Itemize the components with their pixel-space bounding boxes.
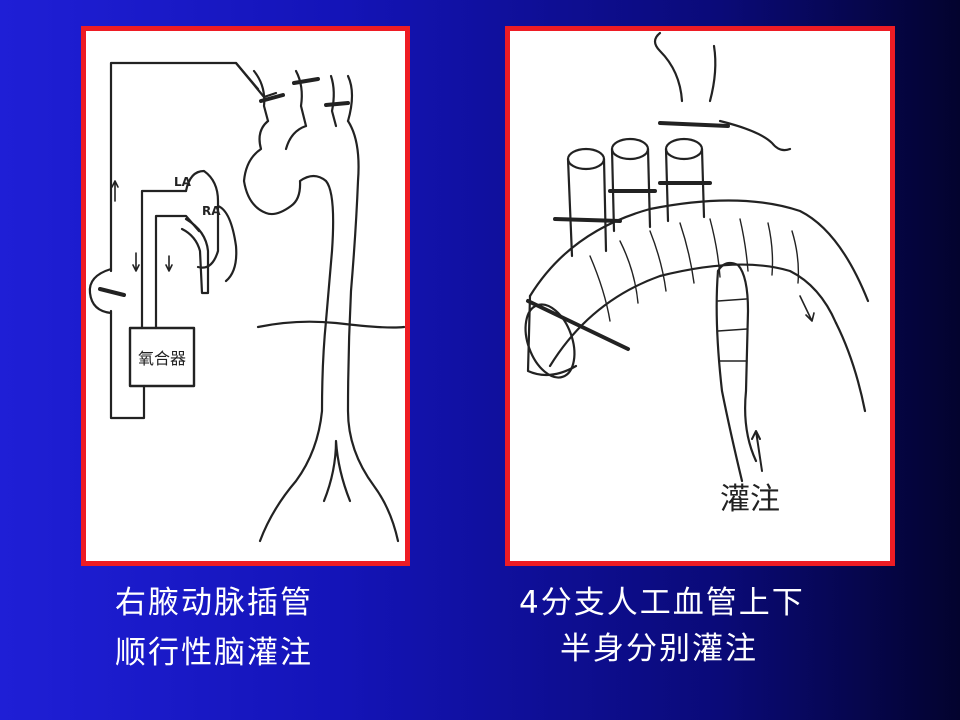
aortic-arch-inner [346,119,400,543]
graft-arch-bottom [548,263,838,368]
aortic-arch-outer [242,119,335,543]
right-diagram-drawing: 灌注 [524,31,870,517]
graft-ring-5 [709,218,721,278]
branch-3-top [664,137,704,161]
label-oxygenator: 氧合器 [138,349,186,368]
graft-ring-7 [767,222,774,276]
suture-thread [718,119,792,152]
branch-1-top [566,147,606,171]
oxygenator-box [128,326,196,388]
clamp-2 [292,77,320,85]
branch-right-edge [346,74,354,123]
native-vessel-right [708,44,717,103]
left-caption-line1: 右腋动脉插管 [115,585,313,621]
diaphragm-line [256,320,405,329]
graft-ring-8 [791,230,800,284]
right-caption-line2: 半身分别灌注 [560,631,758,667]
left-caption-line2: 顺行性脑灌注 [115,635,313,671]
pump-bulge [88,267,113,315]
label-ra: RA [202,204,221,218]
flow-arrow-up [751,430,763,472]
branch-clamp-4 [658,121,730,128]
bypass-line-outer-lower [109,309,146,420]
graft-ring-4 [679,222,695,284]
descending-aorta [834,321,867,413]
graft-clamp [526,299,630,351]
subclavian-branch [329,74,338,128]
atrium-outline [184,169,220,269]
iliac-fork [322,439,352,503]
graft-ring-1 [589,255,611,322]
native-vessel-left [653,31,684,103]
venous-cannula-outer [180,217,210,295]
branch-1-body [566,157,608,258]
perfusion-limb-rings [717,298,748,362]
flow-arrow-down [799,295,815,322]
bypass-line-inner [140,189,188,330]
right-caption-line1: 4分支人工血管上下 [519,585,805,621]
label-la: LA [174,175,192,189]
flow-arrow-1 [111,180,119,202]
atrium-right [216,204,238,283]
right-diagram-panel: 灌注 [505,26,895,566]
carotid-branch [294,69,308,128]
venous-line [154,214,201,330]
flow-arrow-3 [165,255,173,272]
clamp-3 [324,101,350,107]
graft-ring-6 [739,218,749,272]
perfusion-limb-outer [716,261,758,463]
left-diagram-panel: LA RA 氧合器 [81,26,410,566]
perfusion-limb-inner [715,269,744,483]
branch-clamp-1 [553,217,622,223]
graft-ring-2 [619,240,639,304]
flow-arrow-2 [132,252,140,272]
graft-ring-3 [649,230,667,292]
ascending-aorta [284,124,308,151]
branch-2-top [610,137,650,161]
clamp-1 [259,93,285,103]
pump-clamp [98,287,126,297]
left-diagram-drawing: LA RA 氧合器 [88,61,405,543]
label-perfusion: 灌注 [720,482,780,517]
graft-arch-top [528,199,870,303]
brachiocephalic-branch [252,69,270,123]
axillary-cannula [234,61,278,99]
